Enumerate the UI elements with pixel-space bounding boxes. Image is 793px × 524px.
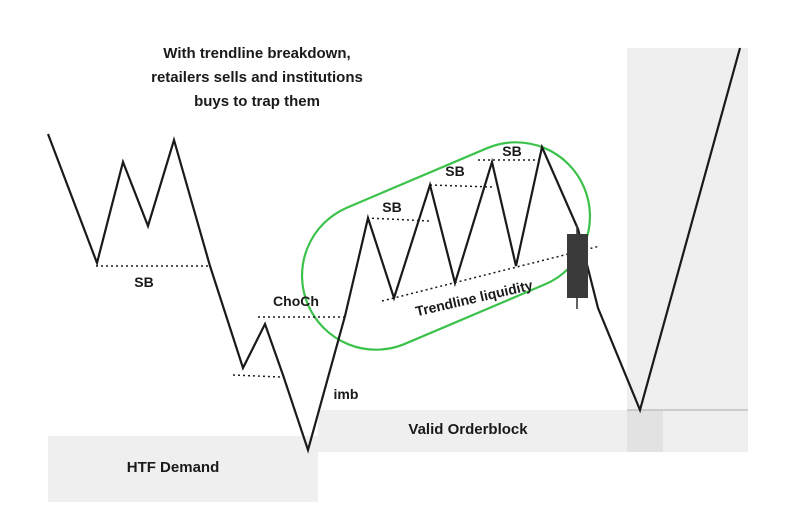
trendline-liquidity-label: Trendline liquidity — [414, 277, 535, 320]
title-line-3: buys to trap them — [194, 93, 320, 110]
valid-orderblock-label: Valid Orderblock — [408, 421, 528, 438]
sb-2-label: SB — [445, 163, 464, 179]
right-zone-lower — [627, 410, 663, 452]
sb-3-label: SB — [502, 143, 521, 159]
right-zone — [627, 48, 748, 410]
low-level — [232, 374, 281, 378]
price-path — [46, 47, 742, 454]
candle-body — [567, 234, 588, 298]
htf-demand-zone — [48, 436, 318, 502]
title-line-2: retailers sells and institutions — [151, 69, 363, 86]
sb-1-label: SB — [382, 199, 401, 215]
sb-1-level — [366, 217, 431, 222]
highlight-ellipse — [300, 141, 592, 351]
htf-demand-label: HTF Demand — [127, 459, 220, 476]
title-line-1: With trendline breakdown, — [163, 45, 350, 62]
sb-left-label: SB — [134, 274, 153, 290]
sb-2-level — [429, 184, 493, 188]
choch-label: ChoCh — [273, 293, 319, 309]
valid-orderblock-zone — [318, 410, 748, 452]
imb-label: imb — [334, 386, 359, 402]
dotted-levels — [96, 159, 601, 378]
